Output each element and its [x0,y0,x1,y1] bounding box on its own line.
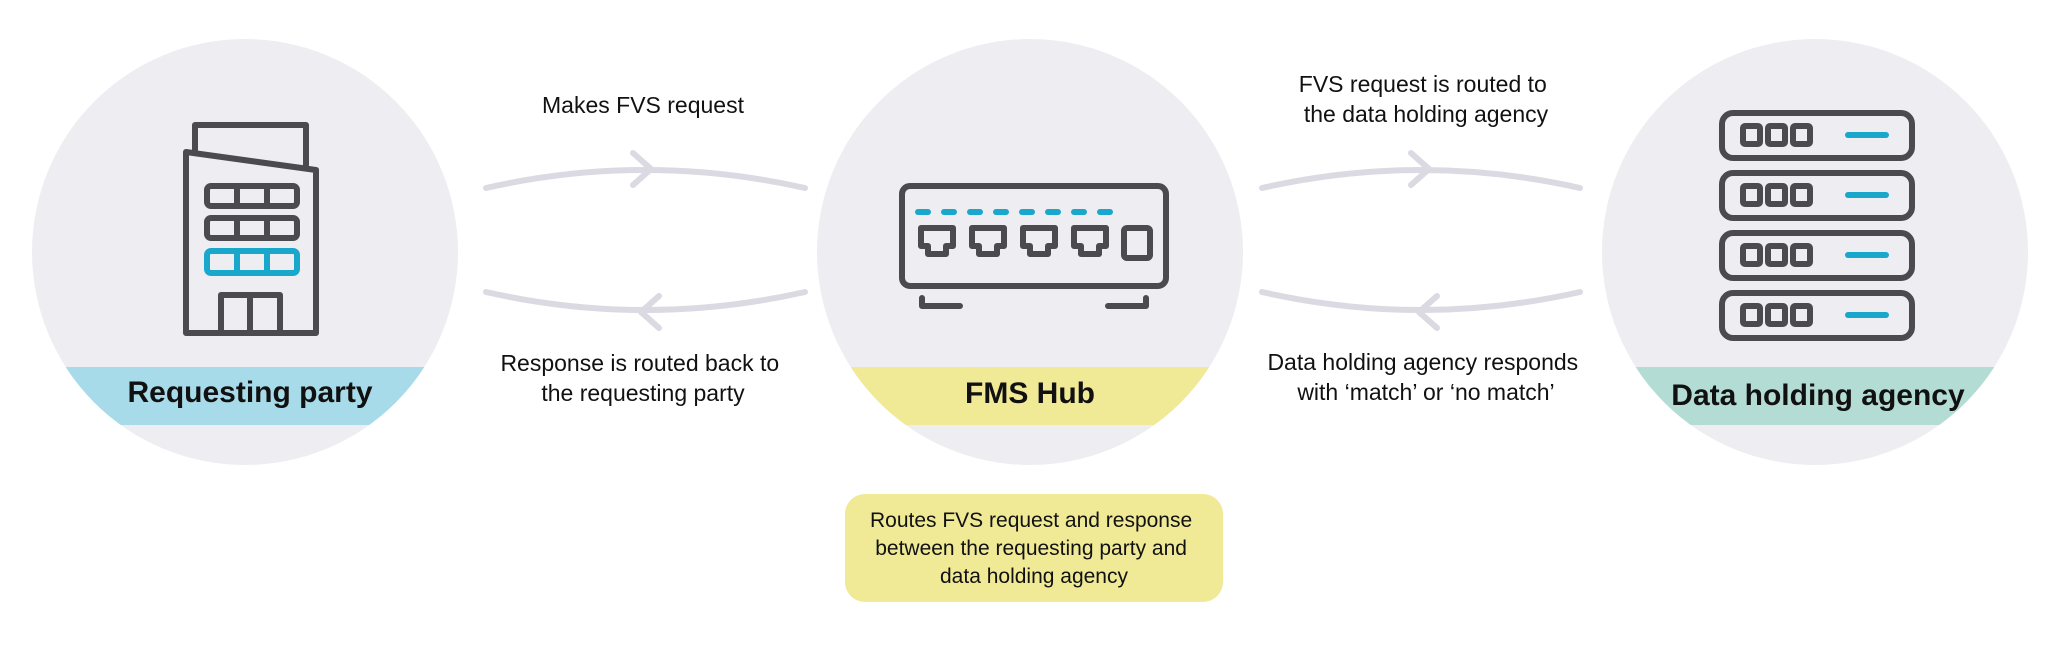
arrow-response-to-hub [1259,289,1583,331]
flow-label-request-to-agency: FVS request is routed to the data holdin… [1299,71,1553,127]
node-requesting-party: Requesting party [32,39,458,465]
arrow-request-to-agency [1259,150,1583,191]
hub-note: Routes FVS request and response between … [845,494,1223,602]
arrow-response-to-requesting [483,289,808,331]
arrow-request-to-hub [483,150,808,191]
flow-label-request-to-hub: Makes FVS request [542,92,745,118]
node-fms-hub: FMS Hub [817,39,1243,465]
hub-note-text: Routes FVS request and response between … [870,509,1198,588]
hub-note-box [845,494,1223,602]
building-icon [183,122,319,336]
node-data-holding-agency: Data holding agency [1602,39,2028,465]
flow-label-response-to-requesting: Response is routed back to the requestin… [500,350,785,406]
network-switch-icon [899,183,1169,309]
node-circle [1602,39,2028,465]
node-label: Data holding agency [1671,379,1965,412]
node-label: FMS Hub [965,377,1095,410]
node-label: Requesting party [127,376,372,409]
flow-label-agency-to-hub: Data holding agency responds with ‘match… [1267,349,1584,405]
server-rack-icon [1719,110,1915,341]
